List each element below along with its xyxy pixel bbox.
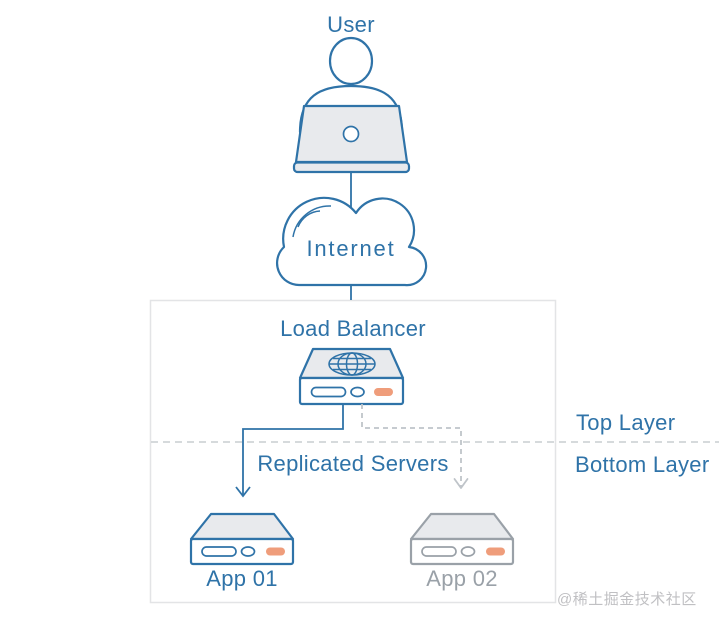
user-label: User bbox=[327, 12, 375, 37]
cloud-shine-arc-outer bbox=[292, 205, 332, 238]
server-led bbox=[374, 388, 393, 396]
server-button bbox=[240, 546, 256, 557]
watermark-text: @稀土掘金技术社区 bbox=[557, 591, 697, 608]
app-02-node: App 02 bbox=[409, 512, 515, 591]
replicated-servers-label: Replicated Servers bbox=[257, 451, 448, 476]
server-led bbox=[486, 547, 505, 556]
person-laptop-icon bbox=[292, 36, 411, 174]
laptop-logo-dot bbox=[342, 125, 360, 143]
bottom-layer-label: Bottom Layer bbox=[575, 452, 709, 477]
edge-loadbalancer-app02 bbox=[361, 404, 462, 487]
top-layer-label: Top Layer bbox=[576, 410, 675, 435]
server-slot bbox=[421, 546, 457, 557]
laptop-base bbox=[292, 161, 411, 174]
server-top bbox=[189, 512, 295, 541]
cloud-outline bbox=[276, 196, 428, 287]
app-01-label: App 01 bbox=[206, 566, 278, 591]
globe-icon bbox=[328, 352, 376, 376]
user-node: User bbox=[292, 12, 411, 174]
server-slot bbox=[310, 386, 347, 398]
server-globe-icon bbox=[298, 347, 405, 406]
server-button bbox=[350, 386, 365, 398]
diagram-frame bbox=[149, 299, 557, 604]
arrowhead-app02 bbox=[453, 478, 469, 489]
cloud-icon bbox=[276, 196, 428, 287]
load-balancer-label: Load Balancer bbox=[280, 316, 426, 341]
edge-loadbalancer-app01 bbox=[242, 404, 344, 495]
server-top bbox=[409, 512, 515, 541]
app-02-label: App 02 bbox=[426, 566, 498, 591]
server-icon-app-02 bbox=[409, 512, 515, 566]
internet-label: Internet bbox=[306, 236, 395, 261]
server-icon-app-01 bbox=[189, 512, 295, 566]
cloud-shine-arc-inner bbox=[297, 210, 321, 228]
server-led bbox=[266, 547, 285, 556]
server-button bbox=[460, 546, 476, 557]
person-head bbox=[328, 36, 374, 86]
internet-node: Internet bbox=[276, 196, 428, 287]
load-balancer-node: Load Balancer bbox=[280, 316, 426, 406]
server-slot bbox=[201, 546, 237, 557]
app-01-node: App 01 bbox=[189, 512, 295, 591]
arrowhead-app01 bbox=[235, 486, 251, 498]
